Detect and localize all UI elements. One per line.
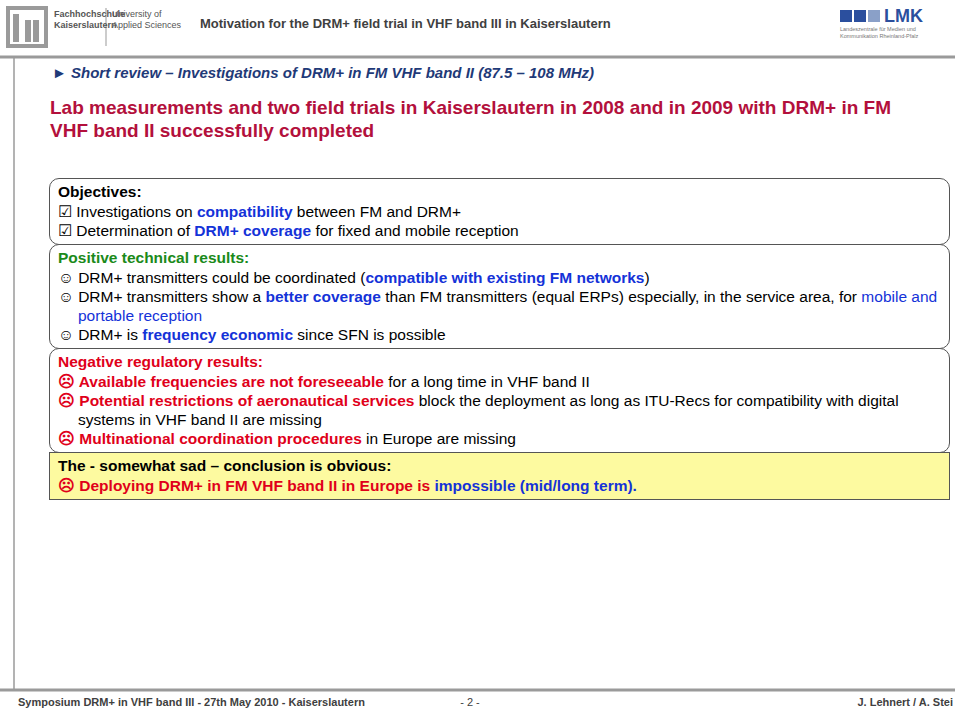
fh-logo-stroke	[25, 20, 31, 42]
bullet-line: ☹ Multinational coordination procedures …	[58, 429, 941, 448]
conclusion-box: The - somewhat sad – conclusion is obvio…	[49, 452, 950, 500]
result-box: Negative regulatory results:☹ Available …	[49, 348, 950, 453]
bullet-text: ☺ DRM+ transmitters could be coordinated…	[58, 269, 365, 286]
footer-text: Symposium DRM+ in VHF band III - 27th Ma…	[18, 696, 498, 708]
bullet-text: ☹	[58, 373, 79, 390]
bullet-text: ☹	[58, 430, 79, 447]
bullet-text: ☑ Determination of	[58, 222, 194, 239]
fh-logo-stroke	[33, 20, 39, 42]
fh-logo-inner	[10, 10, 44, 44]
result-box: Positive technical results:☺ DRM+ transm…	[49, 244, 950, 349]
bullet-text: between FM and DRM+	[293, 203, 461, 220]
bullet-text: )	[644, 269, 649, 286]
bullet-line: ☑ Determination of DRM+ coverage for fix…	[58, 221, 941, 240]
logo-text: LMK	[884, 6, 944, 27]
fh-logo-stroke	[13, 14, 19, 42]
fh-logo	[6, 6, 48, 48]
bullet-text: in Europe are missing	[362, 430, 516, 447]
lmk-square	[840, 10, 852, 22]
slide-title: Motivation for the DRM+ field trial in V…	[200, 16, 820, 31]
bullet-text: Available frequencies are not foreseeabl…	[79, 373, 384, 390]
lmk-square	[868, 10, 880, 22]
bullet-text: since SFN is possible	[293, 326, 445, 343]
bullet-text: ☺ DRM+ is	[58, 326, 142, 343]
bullet-text: for fixed and mobile reception	[311, 222, 519, 239]
bullet-line: ☹ Deploying DRM+ in FM VHF band II in Eu…	[58, 476, 941, 495]
bullet-text: compatibility	[197, 203, 293, 220]
bullet-text: better coverage	[265, 288, 380, 305]
bullet-line: ☺ DRM+ is frequency economic since SFN i…	[58, 325, 941, 344]
bullet-text: ☹ Deploying DRM+ in FM VHF band II in Eu…	[58, 477, 435, 494]
bullet-text: Potential restrictions of aeronautical s…	[79, 392, 414, 409]
logo-text: Landeszentrale für Medien und Kommunikat…	[840, 26, 946, 40]
bullet-text: ☑ Investigations on	[58, 203, 197, 220]
bullet-text: impossible (mid/long term).	[435, 477, 637, 494]
bullet-line: ☑ Investigations on compatibility betwee…	[58, 202, 941, 221]
box-heading: Positive technical results:	[58, 248, 941, 268]
bullet-text: ☹	[58, 392, 79, 409]
footer-rule	[0, 689, 955, 692]
bullet-line: ☹ Potential restrictions of aeronautical…	[58, 391, 941, 429]
bullet-text: ☺ DRM+ transmitters show a	[58, 288, 265, 305]
headline: Lab measurements and two field trials in…	[50, 96, 920, 142]
page-number: - 2 -	[440, 696, 500, 708]
bullet-text: than FM transmitters (equal ERPs) especi…	[381, 288, 861, 305]
box-heading: The - somewhat sad – conclusion is obvio…	[58, 456, 941, 476]
header-rule	[0, 56, 955, 59]
bullet-line: ☺ DRM+ transmitters show a better covera…	[58, 287, 941, 325]
section-subtitle: ► Short review – Investigations of DRM+ …	[52, 64, 932, 81]
result-box: Objectives:☑ Investigations on compatibi…	[49, 178, 950, 245]
left-rule	[13, 57, 15, 690]
bullet-line: ☹ Available frequencies are not foreseea…	[58, 372, 941, 391]
logo-text: University of Applied Sciences	[112, 9, 182, 31]
bullet-text: DRM+ coverage	[194, 222, 311, 239]
lmk-square	[854, 10, 866, 22]
footer-author: J. Lehnert / A. Stei	[820, 696, 953, 708]
bullet-text: for a long time in VHF band II	[384, 373, 590, 390]
bullet-line: ☺ DRM+ transmitters could be coordinated…	[58, 268, 941, 287]
bullet-text: frequency economic	[142, 326, 293, 343]
box-heading: Objectives:	[58, 182, 941, 202]
bullet-text: Multinational coordination procedures	[79, 430, 361, 447]
box-heading: Negative regulatory results:	[58, 352, 941, 372]
logo-text: Fachhochschule Kaiserslautern	[54, 9, 106, 31]
bullet-text: compatible with existing FM networks	[365, 269, 644, 286]
